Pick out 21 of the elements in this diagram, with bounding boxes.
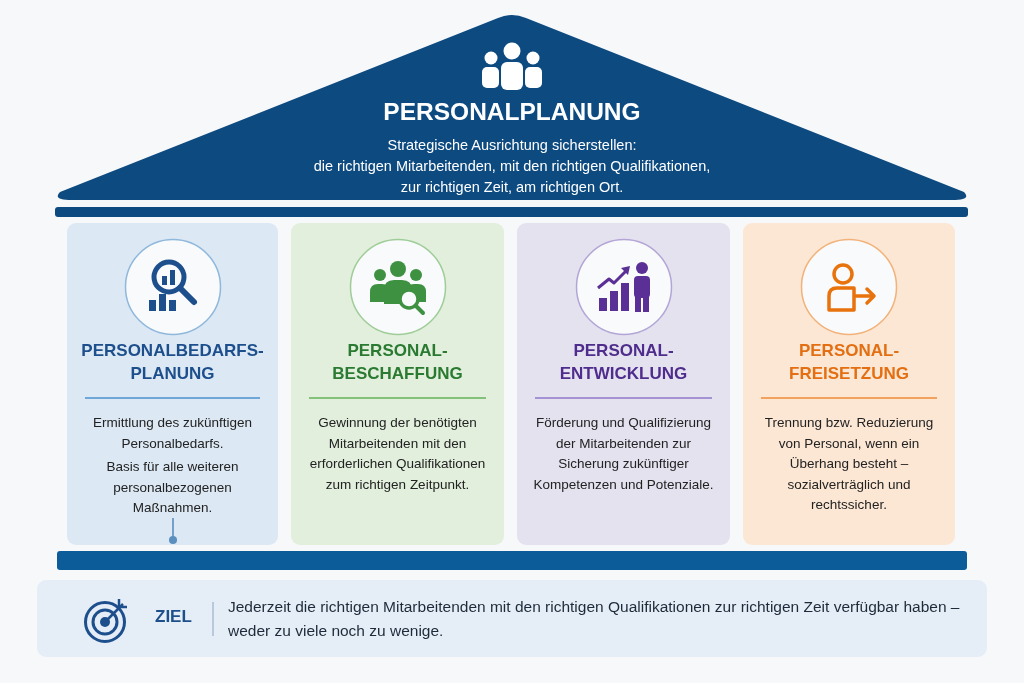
description-text: Trennung bzw. Reduzierung von Personal, wenn ein Überhang besteht – sozialverträglich und rechtssicher. [763,414,935,514]
roof-title: PERSONALPLANUNG [382,97,642,127]
pillar-card [517,223,730,545]
foundation-beam [57,551,967,570]
pillar-card [743,223,955,545]
goal-label: ZIEL [155,606,192,628]
description-text: Strategische Ausrichtung sicherstellen: [386,136,638,155]
description-text: Förderung und Qualifizierung der Mitarbeitenden zur Sicherung zukünftiger Kompetenzen und Potenziale. [532,414,715,494]
description-text: Basis für alle weiteren personalbezogenen Maßnahmen. [105,458,240,517]
pillar-card [291,223,504,545]
pillar-heading: PERSONAL- FREISETZUNG [788,340,910,385]
description-text: Ermittlung des zukünftigen Personalbedarfs. [91,414,254,453]
pillar-heading: PERSONAL- ENTWICKLUNG [558,340,689,385]
description-text: die richtigen Mitarbeitenden, mit den richtigen Qualifikationen, zur richtigen Zeit, am richtigen Ort. [312,157,712,197]
description-text: Gewinnung der benötigten Mitarbeitenden mit den erforderlichen Qualifikationen zum richtigen Zeitpunkt. [308,414,487,494]
pillar-heading: PERSONAL- BESCHAFFUNG [331,340,464,385]
roof-beam [55,207,968,217]
pillar-heading: PERSONALBEDARFS- PLANUNG [80,340,265,385]
pillar-card [67,223,278,545]
goal-panel [37,580,987,657]
goal-text: Jederzeit die richtigen Mitarbeitenden mit den richtigen Qualifikationen zur richtigen Zeit verfügbar haben – weder zu viele noch zu wenige. [228,597,961,641]
